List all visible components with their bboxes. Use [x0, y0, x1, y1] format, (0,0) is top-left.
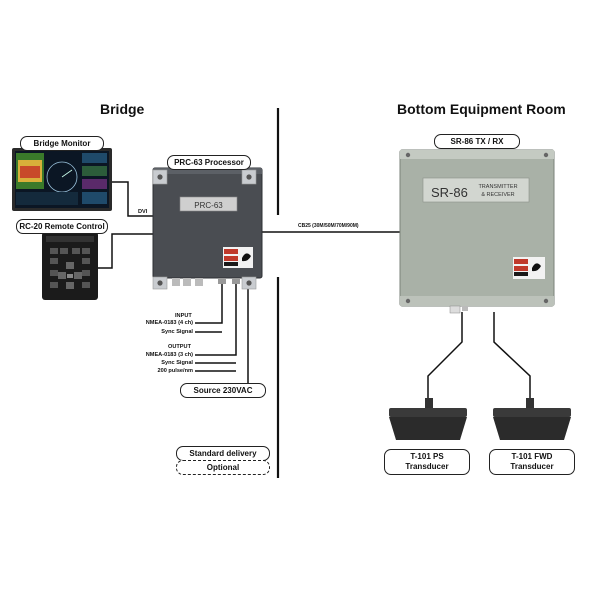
output-sync-label: Sync Signal — [161, 360, 193, 366]
fwd-transducer-label-line1: T-101 FWD — [511, 452, 553, 461]
prc63-processor — [152, 167, 263, 290]
sr86-face-label: SR-86 — [431, 185, 468, 200]
sr86-label: SR-86 TX / RX — [434, 134, 520, 149]
bottom-equipment-room-title: Bottom Equipment Room — [397, 101, 566, 117]
cable-label: CB25 (30M/50M/70M/90M) — [298, 223, 359, 229]
dvi-cable — [112, 181, 153, 217]
input-nmea-label: NMEA-0183 (4 ch) — [145, 320, 193, 326]
fwd-transducer — [493, 398, 571, 440]
sr86-face-sub1: TRANSMITTER — [478, 184, 517, 190]
source-label: Source 230VAC — [180, 383, 266, 398]
rc20-label: RC-20 Remote Control — [16, 219, 108, 234]
ps-transducer-cable — [427, 312, 463, 404]
ps-transducer — [389, 398, 467, 440]
sr86-face-sub2: & RECEIVER — [481, 192, 514, 198]
output-nmea-label: NMEA-0183 (3 ch) — [145, 352, 193, 358]
bridge-title: Bridge — [100, 101, 145, 117]
ps-transducer-label: T-101 PS Transducer — [384, 449, 470, 475]
remote-cable — [98, 233, 153, 269]
fwd-transducer-label-line2: Transducer — [510, 462, 554, 471]
prc63-label: PRC-63 Processor — [167, 155, 251, 170]
prc63-face-label: PRC-63 — [194, 201, 223, 210]
fwd-transducer-label: T-101 FWD Transducer — [489, 449, 575, 475]
power-line — [220, 282, 249, 385]
input-nmea-line — [195, 282, 223, 324]
optional-label: Optional — [176, 460, 270, 475]
standard-delivery-label: Standard delivery — [176, 446, 270, 461]
ps-transducer-label-line2: Transducer — [405, 462, 449, 471]
rc20-remote — [42, 232, 98, 300]
output-title: OUTPUT — [168, 344, 191, 350]
ps-transducer-label-line1: T-101 PS — [410, 452, 444, 461]
output-nmea-line — [195, 282, 237, 356]
bridge-monitor — [12, 148, 112, 211]
input-sync-label: Sync Signal — [161, 329, 193, 335]
fwd-transducer-cable — [493, 312, 531, 404]
input-title: INPUT — [175, 313, 192, 319]
sr86-txrx — [399, 149, 555, 314]
bridge-monitor-label: Bridge Monitor — [20, 136, 104, 151]
dvi-label: DVI — [138, 209, 148, 215]
output-pulse-label: 200 pulse/nm — [157, 368, 193, 374]
